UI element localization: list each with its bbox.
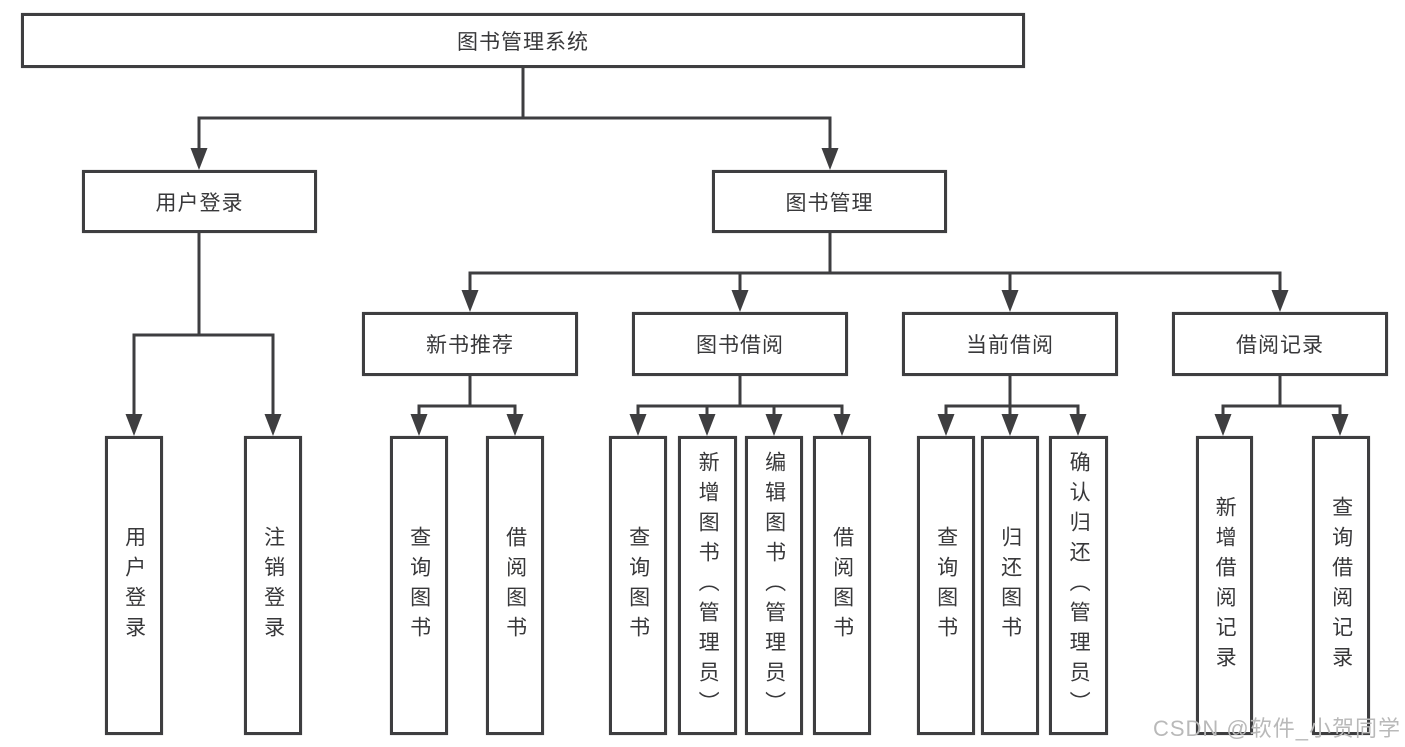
watermark: CSDN @软件_小贺同学 bbox=[1152, 716, 1401, 741]
node-borrow-records: 借阅记录 bbox=[1172, 312, 1388, 376]
node-new-book-recommend: 新书推荐 bbox=[362, 312, 578, 376]
leaf-label: 注销登录 bbox=[261, 525, 285, 646]
leaf-add-book-admin: 新增图书（管理员） bbox=[678, 436, 737, 735]
connector-root bbox=[190, 66, 839, 170]
leaf-borrow-books: 借阅图书 bbox=[813, 436, 871, 735]
leaf-query-books: 查询图书 bbox=[390, 436, 448, 735]
node-current-borrowing: 当前借阅 bbox=[902, 312, 1118, 376]
node-label: 图书管理系统 bbox=[457, 30, 589, 54]
leaf-edit-book-admin: 编辑图书（管理员） bbox=[745, 436, 803, 735]
connector-borrow-records bbox=[1214, 374, 1349, 436]
leaf-label: 查询借阅记录 bbox=[1329, 495, 1353, 676]
node-label: 用户登录 bbox=[155, 191, 244, 215]
leaf-query-books: 查询图书 bbox=[917, 436, 975, 735]
arrowhead bbox=[125, 414, 282, 436]
arrowhead bbox=[629, 414, 851, 436]
leaf-confirm-return-admin: 确认归还（管理员） bbox=[1049, 436, 1108, 735]
leaf-label: 用户登录 bbox=[122, 525, 146, 646]
node-label: 图书借阅 bbox=[696, 334, 784, 357]
leaf-logout: 注销登录 bbox=[244, 436, 302, 735]
leaf-borrow-books: 借阅图书 bbox=[486, 436, 544, 735]
arrowhead bbox=[190, 148, 839, 170]
connector-line bbox=[1221, 374, 1342, 423]
node-label: 借阅记录 bbox=[1236, 334, 1324, 357]
node-library-management-system: 图书管理系统 bbox=[21, 13, 1025, 68]
connector-line bbox=[468, 231, 1282, 299]
connector-current-borrowing bbox=[937, 374, 1087, 436]
leaf-label: 新增借阅记录 bbox=[1213, 495, 1237, 676]
leaf-label: 借阅图书 bbox=[503, 525, 527, 646]
connector-line bbox=[417, 374, 517, 423]
node-label: 图书管理 bbox=[785, 191, 874, 215]
leaf-query-borrow-record: 查询借阅记录 bbox=[1312, 436, 1370, 735]
connector-new-book-recommend bbox=[410, 374, 524, 436]
leaf-add-borrow-record: 新增借阅记录 bbox=[1196, 436, 1253, 735]
node-book-management: 图书管理 bbox=[712, 170, 947, 233]
leaf-label: 确认归还（管理员） bbox=[1067, 450, 1091, 721]
leaf-label: 借阅图书 bbox=[830, 525, 854, 646]
leaf-user-login: 用户登录 bbox=[105, 436, 163, 735]
leaf-query-books: 查询图书 bbox=[609, 436, 667, 735]
connector-book-borrowing bbox=[629, 374, 851, 436]
arrowhead bbox=[1214, 414, 1349, 436]
leaf-return-books: 归还图书 bbox=[981, 436, 1039, 735]
node-book-borrowing: 图书借阅 bbox=[632, 312, 848, 376]
connector-line bbox=[636, 374, 844, 423]
leaf-label: 新增图书（管理员） bbox=[696, 450, 720, 721]
arrowhead bbox=[937, 414, 1087, 436]
leaf-label: 查询图书 bbox=[934, 525, 958, 646]
arrowhead bbox=[410, 414, 524, 436]
connector-line bbox=[944, 374, 1080, 423]
leaf-label: 编辑图书（管理员） bbox=[762, 450, 786, 721]
arrowhead bbox=[461, 290, 1289, 312]
node-label: 当前借阅 bbox=[966, 334, 1054, 357]
leaf-label: 查询图书 bbox=[626, 525, 650, 646]
connector-user-login bbox=[125, 231, 282, 436]
leaf-label: 查询图书 bbox=[407, 525, 431, 646]
connector-line bbox=[132, 231, 275, 423]
leaf-label: 归还图书 bbox=[998, 525, 1022, 646]
node-user-login: 用户登录 bbox=[82, 170, 317, 233]
connector-line bbox=[197, 66, 832, 157]
node-label: 新书推荐 bbox=[426, 334, 514, 357]
connector-book-management bbox=[461, 231, 1289, 312]
